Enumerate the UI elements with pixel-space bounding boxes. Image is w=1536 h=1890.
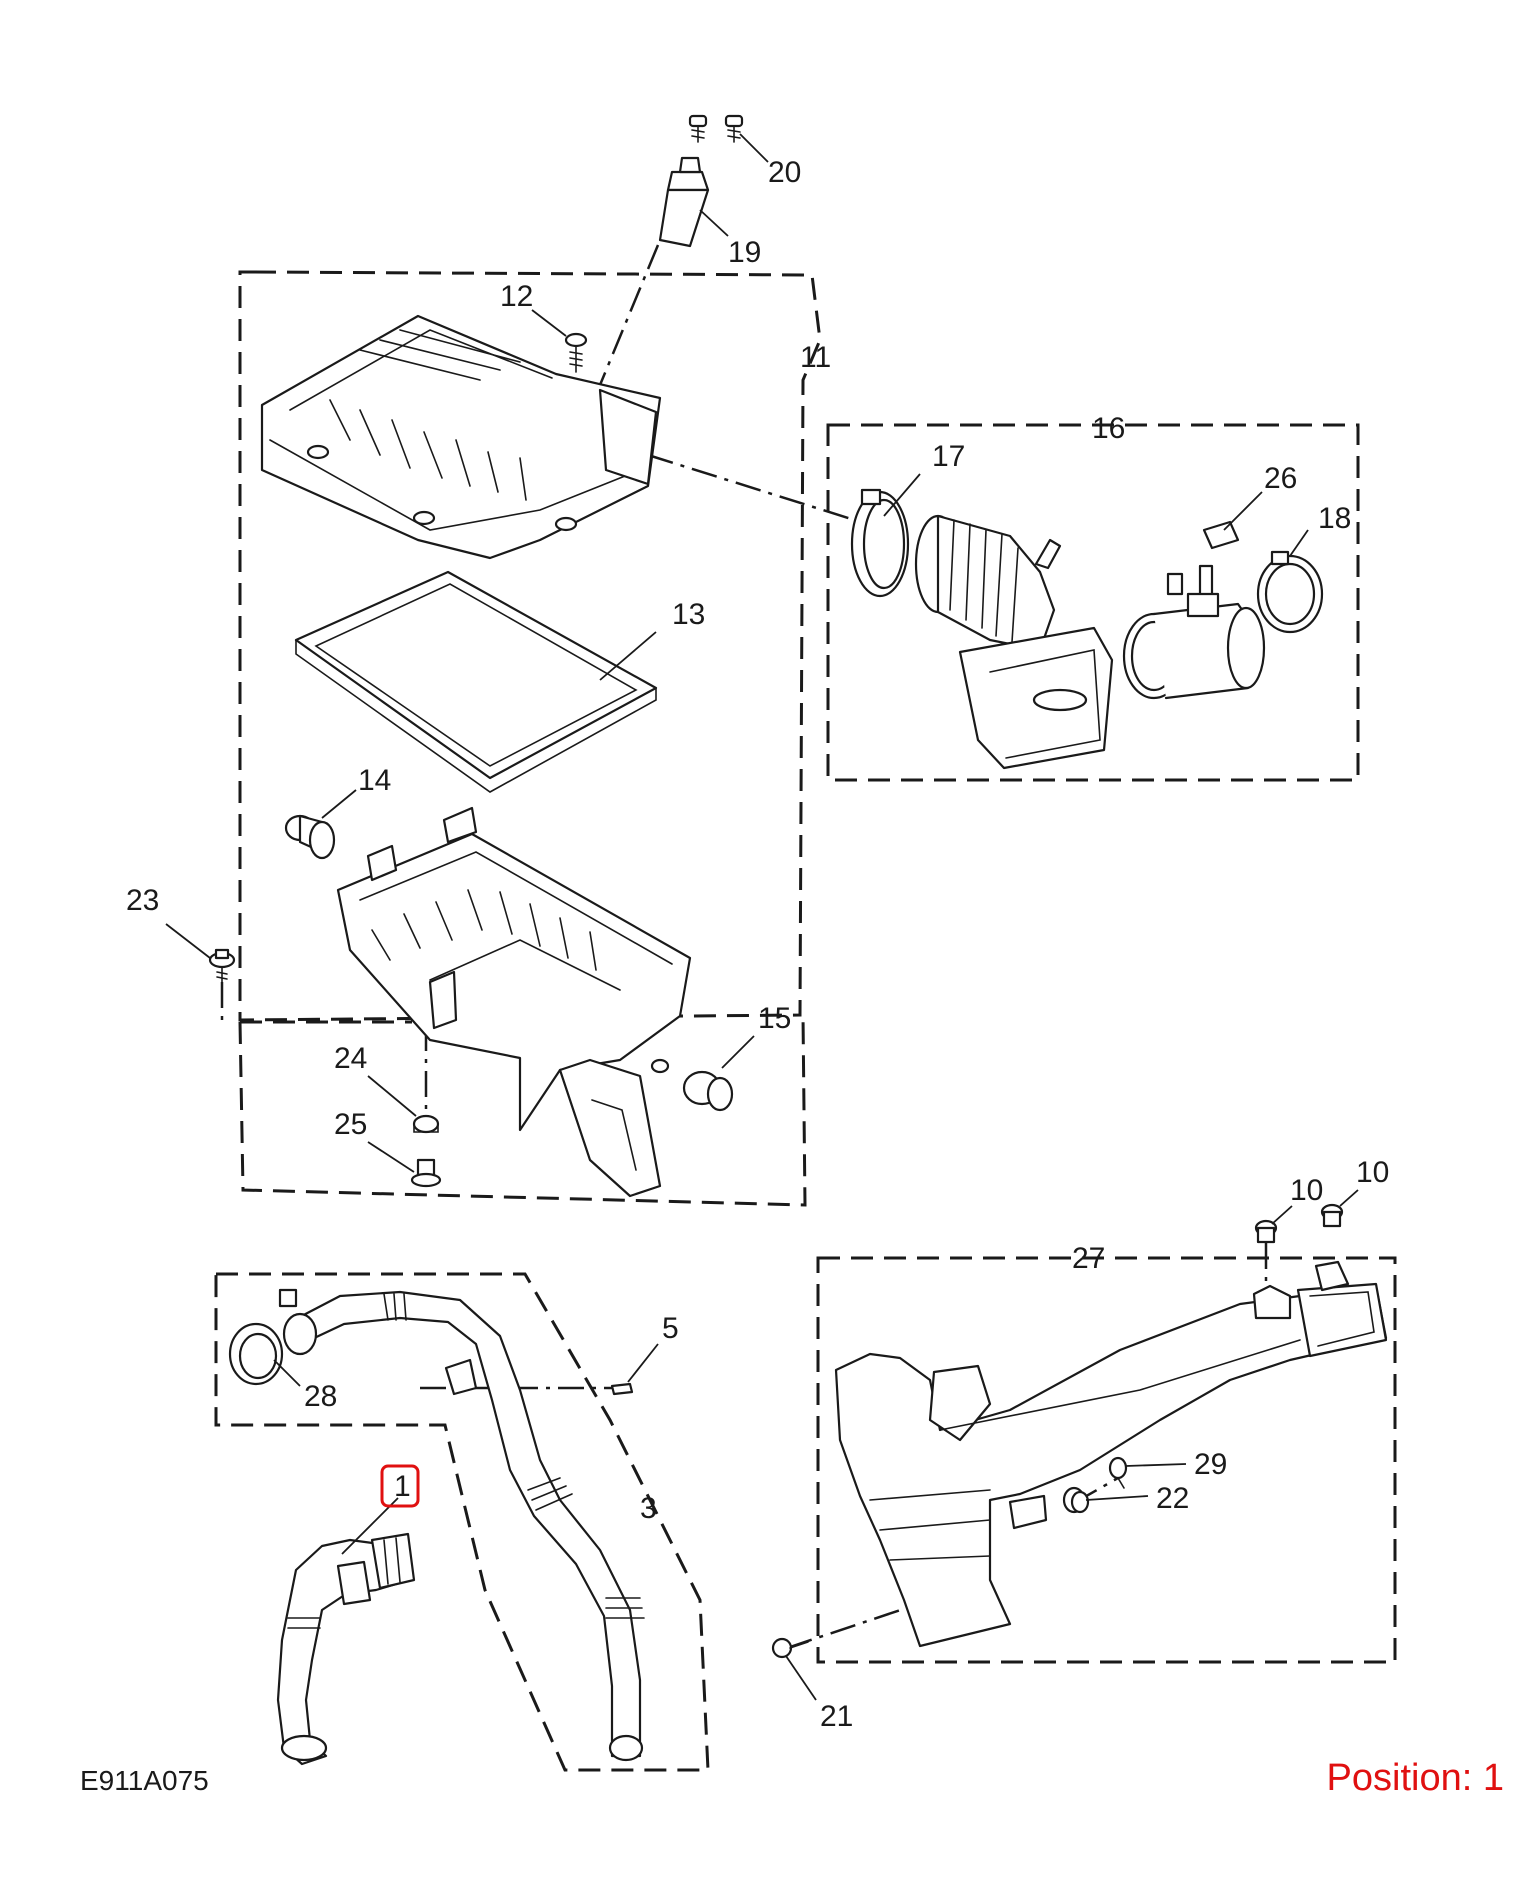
callout-15: 15 — [758, 1002, 791, 1035]
callout-29: 29 — [1194, 1448, 1227, 1481]
leader-20 — [739, 133, 769, 163]
chain-line-21 — [786, 1578, 991, 1650]
callout-21: 21 — [820, 1700, 853, 1733]
leader-23 — [165, 923, 211, 959]
air-cleaner-housing-part — [336, 806, 692, 1198]
leader-5 — [627, 1343, 659, 1383]
callout-3: 3 — [640, 1492, 657, 1525]
callout-17: 17 — [932, 440, 965, 473]
leader-14 — [321, 789, 357, 819]
clamp-18-part — [1256, 550, 1324, 634]
leader-18 — [1289, 529, 1309, 557]
chain-line-19 — [598, 244, 660, 386]
grommet-15-part — [682, 1070, 734, 1112]
diagram-code: E911A075 — [80, 1765, 209, 1796]
leader-25 — [367, 1141, 415, 1173]
callout-16: 16 — [1092, 412, 1125, 445]
callout-27: 27 — [1072, 1242, 1105, 1275]
chain-line-16 — [647, 453, 881, 530]
air-cleaner-cover-11-part — [260, 314, 662, 560]
leader-10a — [1271, 1205, 1293, 1225]
clamp-17-part — [850, 488, 910, 598]
leader-15 — [721, 1035, 755, 1069]
filter-element-13-part — [294, 570, 658, 793]
clip-26-part — [1202, 520, 1240, 550]
leader-17 — [883, 473, 921, 517]
position-label: Position: 1 — [1326, 1757, 1504, 1799]
callout-26: 26 — [1264, 462, 1297, 495]
nut-24-part — [412, 1114, 440, 1134]
grommet-14-part — [284, 814, 336, 860]
nut-10b-part — [1320, 1203, 1344, 1228]
maf-sensor-housing-part — [1122, 564, 1266, 700]
leader-29 — [1125, 1463, 1187, 1467]
leader-13 — [599, 631, 657, 681]
clip-5-part — [610, 1382, 634, 1396]
group-border-24-25 — [238, 1014, 807, 1207]
callout-10a: 10 — [1290, 1174, 1323, 1207]
group-border-16 — [826, 423, 1360, 782]
pin-29-part — [1108, 1456, 1128, 1489]
hose-3-part — [278, 1288, 645, 1762]
bolt-21-part — [771, 1637, 809, 1659]
nut-10a-part — [1254, 1219, 1278, 1244]
screw-12-part — [564, 332, 588, 373]
bolt-20-part — [688, 114, 744, 143]
intake-duct-16-part — [914, 514, 1114, 770]
leader-28 — [273, 1359, 301, 1387]
callout-12: 12 — [500, 280, 533, 313]
group-border-3 — [214, 1272, 710, 1772]
seal-ring-28-part — [228, 1322, 284, 1386]
callout-20: 20 — [768, 156, 801, 189]
callout-22: 22 — [1156, 1482, 1189, 1515]
callout-23: 23 — [126, 884, 159, 917]
callout-24: 24 — [334, 1042, 367, 1075]
air-inlet-duct-27-part — [834, 1260, 1388, 1648]
callout-19: 19 — [728, 236, 761, 269]
callout-25: 25 — [334, 1108, 367, 1141]
leader-12 — [531, 309, 567, 337]
sensor-19-part — [658, 156, 710, 248]
callout-5: 5 — [662, 1312, 679, 1345]
leader-19 — [699, 209, 729, 237]
grommet-25-part — [410, 1158, 442, 1188]
leader-26 — [1223, 491, 1263, 531]
leader-24 — [367, 1075, 417, 1117]
callout-1-highlight-box — [380, 1464, 420, 1508]
bolt-23-part — [208, 948, 236, 983]
grommet-22-part — [1062, 1486, 1090, 1514]
callout-28: 28 — [304, 1380, 337, 1413]
callout-11: 11 — [800, 341, 831, 374]
callout-14: 14 — [358, 764, 391, 797]
callout-13: 13 — [672, 598, 705, 631]
callout-18: 18 — [1318, 502, 1351, 535]
leader-22 — [1085, 1495, 1149, 1501]
callout-1: 1 — [394, 1470, 411, 1503]
callout-10b: 10 — [1356, 1156, 1389, 1189]
hose-1-part — [276, 1532, 416, 1766]
group-border-27 — [816, 1256, 1397, 1664]
leader-10b — [1339, 1189, 1359, 1207]
group-border-11 — [238, 270, 822, 1022]
leader-21 — [785, 1655, 817, 1701]
